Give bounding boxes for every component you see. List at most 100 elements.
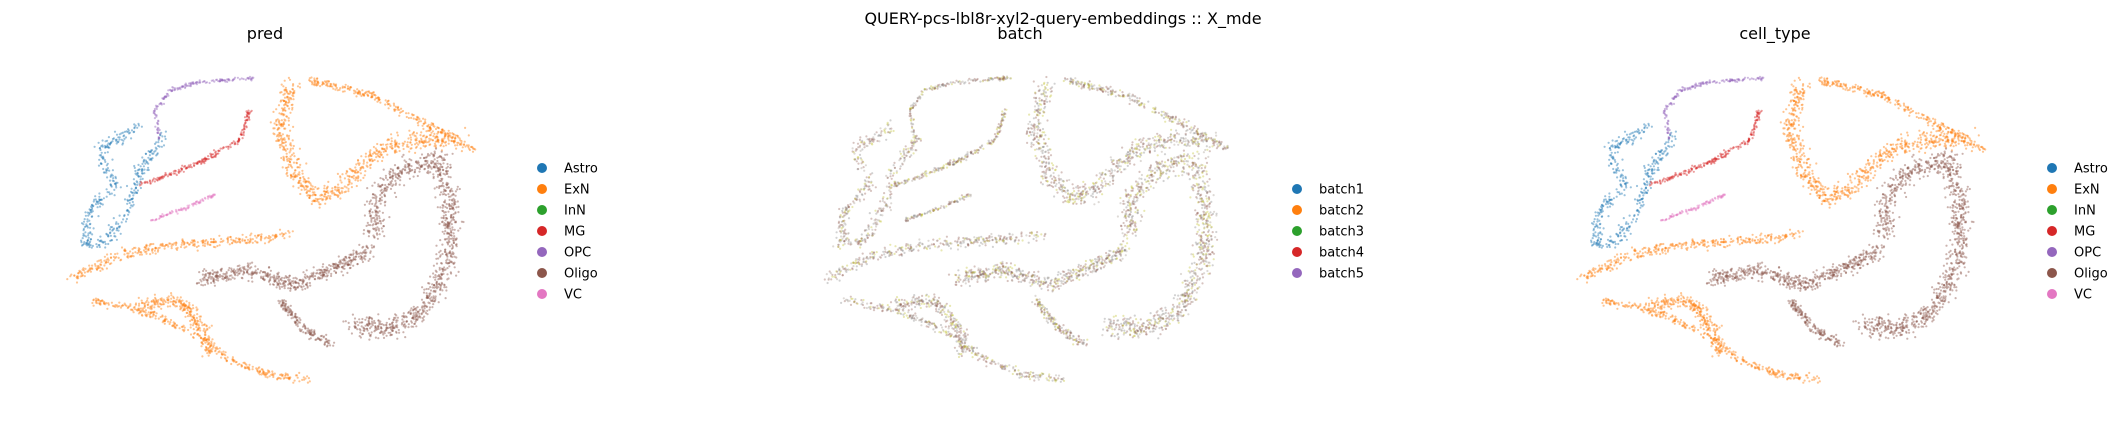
scatter-point: [433, 300, 436, 303]
scatter-point: [292, 125, 295, 128]
scatter-point: [157, 299, 160, 302]
scatter-point: [86, 239, 89, 243]
scatter-point: [391, 177, 394, 180]
scatter-point: [385, 324, 388, 327]
scatter-point: [378, 215, 381, 218]
scatter-point: [205, 339, 208, 342]
scatter-point: [416, 116, 419, 119]
scatter-point: [289, 129, 292, 132]
scatter-point: [405, 320, 408, 323]
scatter-point: [168, 88, 172, 91]
scatter-point: [306, 327, 310, 330]
scatter-point: [198, 334, 202, 337]
scatter-point: [138, 307, 141, 310]
scatter-point: [385, 321, 388, 324]
scatter-point: [371, 317, 374, 321]
scatter-point: [179, 86, 182, 89]
scatter-point: [160, 131, 163, 134]
scatter-point: [341, 85, 344, 88]
scatter-point: [412, 305, 415, 308]
scatter-point: [403, 165, 406, 168]
scatter-point: [408, 167, 411, 171]
scatter-point: [247, 273, 250, 276]
scatter-point: [241, 129, 244, 132]
scatter-point: [902, 149, 905, 152]
scatter-point: [152, 313, 155, 317]
scatter-point: [909, 148, 912, 151]
scatter-point: [177, 300, 180, 303]
scatter-point: [157, 138, 160, 141]
scatter-point: [103, 158, 106, 162]
scatter-point: [847, 206, 851, 209]
scatter-point: [356, 177, 359, 180]
scatter-point: [443, 284, 446, 287]
scatter-point: [102, 197, 105, 200]
scatter-point: [251, 365, 254, 368]
scatter-point: [232, 140, 235, 143]
scatter-point: [366, 221, 369, 224]
scatter-point: [186, 311, 189, 315]
scatter-point: [427, 282, 430, 285]
scatter-point: [196, 241, 199, 244]
scatter-point: [325, 338, 328, 341]
scatter-point: [301, 378, 304, 381]
scatter-point: [240, 77, 243, 80]
scatter-point: [368, 164, 371, 167]
scatter-point: [449, 176, 452, 179]
scatter-point: [409, 134, 412, 137]
scatter-point: [220, 268, 223, 271]
scatter-point: [903, 158, 906, 161]
scatter-point: [238, 238, 241, 241]
scatter-point: [396, 319, 399, 322]
scatter-point: [394, 183, 397, 186]
scatter-point: [342, 320, 345, 323]
scatter-point: [450, 213, 453, 217]
scatter-point: [292, 185, 295, 188]
scatter-point: [320, 193, 323, 196]
scatter-point: [418, 170, 421, 173]
scatter-point: [362, 162, 365, 165]
scatter-point: [327, 80, 330, 83]
scatter-point: [155, 312, 158, 315]
scatter-point: [384, 99, 387, 102]
scatter-point: [153, 109, 156, 112]
scatter-point: [316, 198, 319, 201]
scatter-point: [106, 257, 109, 260]
scatter-point: [104, 262, 107, 265]
scatter-point: [203, 158, 206, 161]
scatter-point: [134, 186, 138, 189]
scatter-point: [99, 202, 102, 205]
scatter-point: [390, 179, 393, 183]
scatter-point: [865, 135, 868, 138]
scatter-point: [162, 102, 166, 105]
scatter-point: [852, 141, 855, 144]
scatter-point: [222, 79, 225, 82]
scatter-point: [156, 152, 159, 155]
scatter-point: [376, 226, 379, 229]
scatter-point: [352, 177, 355, 180]
scatter-point: [339, 176, 342, 179]
scatter-point: [441, 157, 444, 160]
scatter-point: [176, 248, 179, 251]
scatter-point: [377, 183, 380, 186]
scatter-point: [374, 326, 377, 329]
scatter-point: [453, 237, 456, 240]
scatter-point: [939, 85, 942, 88]
scatter-point: [427, 301, 430, 304]
scatter-point: [454, 190, 457, 193]
scatter-point: [380, 196, 383, 199]
scatter-point: [441, 159, 444, 162]
scatter-point: [378, 151, 381, 154]
scatter-point: [190, 83, 193, 86]
scatter-point: [221, 147, 224, 150]
scatter-point: [220, 78, 223, 81]
scatter-point: [302, 376, 305, 379]
scatter-point: [379, 326, 383, 329]
scatter-point: [856, 194, 859, 197]
scatter-point: [456, 134, 459, 137]
scatter-point: [101, 145, 104, 148]
scatter-point: [399, 179, 402, 182]
scatter-point: [287, 117, 290, 120]
scatter-point: [432, 264, 435, 267]
scatter-point: [286, 174, 289, 177]
